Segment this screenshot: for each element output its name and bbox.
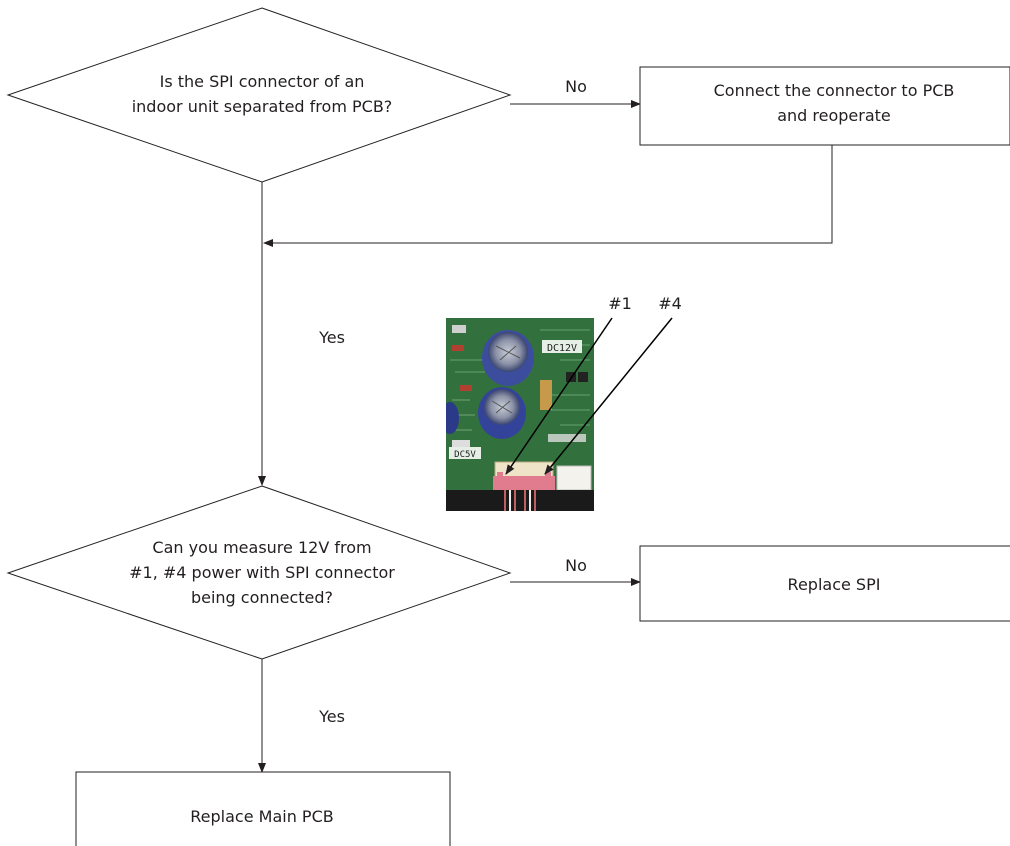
- decision-spi-connector-separated: [6, 7, 512, 183]
- decision-1-line-2: indoor unit separated from PCB?: [132, 97, 393, 116]
- process-connect-connector: [639, 66, 1010, 146]
- pin-1-callout-arrow: [505, 317, 613, 475]
- process-replace-main-pcb-label: Replace Main PCB: [190, 807, 333, 826]
- decision-2-line-2: #1, #4 power with SPI connector: [129, 563, 395, 582]
- pcb-photo: DC12V DC5V: [446, 318, 594, 511]
- process-replace-spi-label: Replace SPI: [788, 575, 881, 594]
- process-connect-line-1: Connect the connector to PCB: [714, 81, 955, 100]
- decision-2-line-3: being connected?: [191, 588, 333, 607]
- process-connect-line-2: and reoperate: [777, 106, 891, 125]
- board-label-dc12v: DC12V: [547, 343, 577, 354]
- process-replace-spi: [639, 545, 1010, 622]
- process-replace-main-pcb: [75, 771, 451, 846]
- pin-4-label: #4: [658, 294, 682, 313]
- arrow-return-to-main: [263, 145, 833, 247]
- edge-label-no-1: No: [565, 77, 587, 96]
- decision-2-line-1: Can you measure 12V from: [152, 538, 371, 557]
- board-label-dc5v: DC5V: [454, 450, 476, 460]
- decision-1-line-1: Is the SPI connector of an: [160, 72, 365, 91]
- edge-label-yes-2: Yes: [318, 707, 345, 726]
- pin-1-label: #1: [608, 294, 632, 313]
- edge-label-no-2: No: [565, 556, 587, 575]
- pin-4-callout-arrow: [544, 317, 673, 475]
- edge-label-yes-1: Yes: [318, 328, 345, 347]
